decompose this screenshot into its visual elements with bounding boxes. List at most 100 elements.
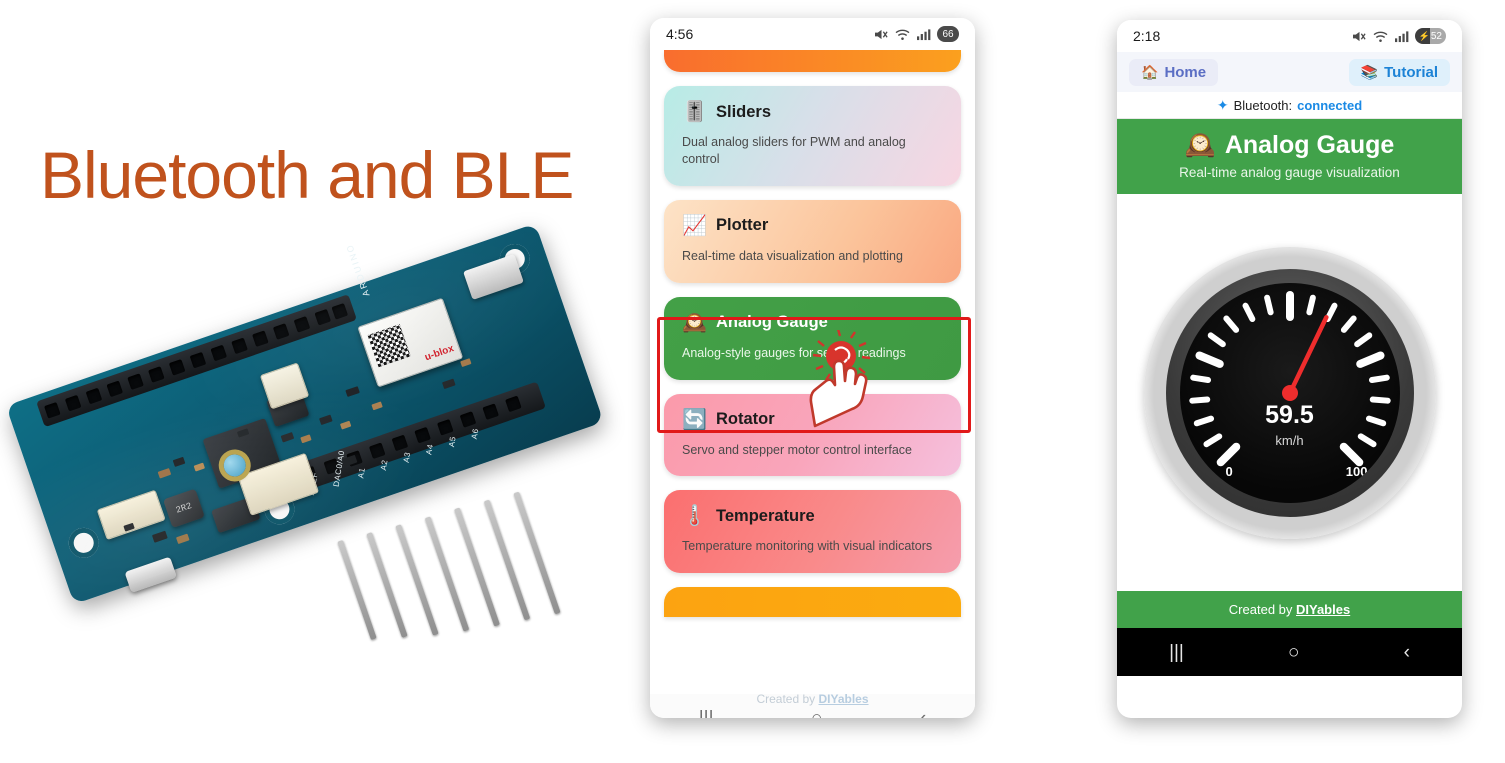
silk-label-brand: ARDUINO	[344, 242, 372, 298]
gauge-tick	[1324, 302, 1337, 322]
flash-chip	[266, 388, 310, 428]
home-button[interactable]: 🏠 Home	[1129, 58, 1219, 86]
card-icon: 🎚️	[682, 101, 707, 123]
mount-hole	[495, 239, 534, 279]
card-description: Dual analog sliders for PWM and analog c…	[682, 135, 906, 166]
arduino-board-photo: ARDUINO AREF DAC0/A0 A1 A2 A3 A4 A5 A6 u…	[5, 223, 650, 750]
wifi-icon	[895, 29, 910, 40]
gauge-tick	[1242, 302, 1255, 322]
card-title: Sliders	[716, 102, 772, 121]
wifi-icon	[1373, 31, 1388, 42]
home-button[interactable]: ○	[1288, 641, 1300, 663]
qr-code	[367, 324, 411, 368]
card-title: Temperature	[716, 506, 815, 525]
android-navbar-right[interactable]: ||| ○ ‹	[1117, 628, 1462, 676]
silk-label-pin: DAC0/A0	[331, 449, 347, 488]
gauge-tick	[1305, 294, 1316, 315]
board-pcb: ARDUINO AREF DAC0/A0 A1 A2 A3 A4 A5 A6 u…	[5, 223, 604, 605]
pin-header-top	[36, 294, 357, 428]
app-topbar: 🏠 Home 📚 Tutorial	[1117, 52, 1462, 92]
card-icon: 🔄	[682, 408, 707, 431]
card-title: Plotter	[716, 216, 769, 235]
page-title: Bluetooth and BLE	[40, 138, 574, 212]
tap-gesture-annotation	[785, 328, 890, 435]
battery-badge: ⚡52	[1414, 28, 1446, 44]
card-icon: 📈	[682, 214, 707, 237]
footer-brand-link[interactable]: DIYables	[1296, 602, 1351, 617]
gauge-tick	[1368, 374, 1390, 383]
bluetooth-label: Bluetooth:	[1233, 97, 1293, 113]
feature-card-partial[interactable]	[664, 587, 961, 618]
back-button[interactable]: ‹	[919, 707, 927, 719]
gauge-tick	[1189, 374, 1211, 383]
hero-panel: Bluetooth and BLE	[0, 0, 650, 763]
usb-micro-port	[463, 253, 524, 300]
jst-connector	[96, 489, 166, 541]
gauge-face: 59.5 km/h 0 100	[1179, 282, 1400, 503]
card-title: Rotator	[716, 410, 775, 428]
gauge-tick	[1365, 415, 1386, 426]
screen-header: 🕰️ Analog Gauge Real-time analog gauge v…	[1117, 119, 1462, 194]
gauge-tick	[1355, 350, 1385, 368]
gauge-stage: 59.5 km/h 0 100	[1117, 194, 1462, 591]
battery-level: 52	[1430, 30, 1442, 42]
silk-label-pin: A2	[378, 459, 390, 472]
tutorial-button-label: Tutorial	[1384, 63, 1438, 81]
gauge-tick	[1193, 415, 1214, 426]
reset-button	[220, 451, 249, 480]
gauge-tick	[1194, 350, 1224, 368]
signal-icon	[917, 28, 931, 40]
screen-subtitle: Real-time analog gauge visualization	[1179, 165, 1400, 180]
gauge-tick	[1339, 442, 1363, 466]
gauge-tick	[1369, 396, 1391, 404]
gauge-icon: 🕰️	[1184, 131, 1216, 159]
header-pin-leg	[337, 539, 377, 641]
statusbar-right: 2:18 ⚡52	[1117, 20, 1462, 52]
status-clock: 4:56	[666, 26, 694, 42]
crystal-can	[259, 362, 310, 410]
ublox-logo: u-blox	[423, 343, 456, 364]
gauge-tick	[1340, 314, 1357, 333]
gauge-tick	[1357, 432, 1377, 447]
silk-label-pin: A6	[469, 427, 481, 440]
feature-card-partial[interactable]	[664, 50, 961, 72]
card-icon: 🌡️	[682, 505, 707, 528]
gauge-hub	[1281, 384, 1298, 401]
card-description: Servo and stepper motor control interfac…	[682, 442, 912, 457]
books-icon: 📚	[1360, 63, 1379, 80]
silk-label-pin: A4	[424, 443, 435, 456]
gauge-bezel: 59.5 km/h 0 100	[1165, 268, 1414, 517]
android-navbar-middle[interactable]: ||| ○ ‹	[650, 694, 975, 718]
regulator-chip	[211, 496, 261, 534]
mount-hole	[260, 490, 299, 529]
battery-connector	[237, 452, 320, 516]
back-button[interactable]: ‹	[1403, 641, 1410, 663]
inductor: 2R2	[162, 488, 205, 529]
header-pin-leg	[366, 532, 408, 638]
gauge-tick	[1216, 442, 1240, 466]
charging-bolt-icon: ⚡	[1418, 30, 1430, 41]
ublox-module: u-blox	[357, 297, 464, 388]
phone-screenshot-gauge: 2:18 ⚡52 🏠 Home 📚 Tutorial ✦ Bluetooth: …	[1117, 20, 1462, 718]
mute-icon	[875, 29, 888, 39]
home-button[interactable]: ○	[810, 707, 823, 719]
recents-button[interactable]: |||	[1169, 641, 1184, 663]
card-description: Real-time data visualization and plottin…	[682, 248, 903, 263]
recents-button[interactable]: |||	[698, 707, 714, 719]
gauge-min-label: 0	[1225, 463, 1233, 479]
gauge-tick	[1263, 294, 1274, 315]
gauge-tick	[1188, 396, 1210, 404]
tutorial-button[interactable]: 📚 Tutorial	[1348, 58, 1450, 86]
bluetooth-value: connected	[1297, 97, 1363, 113]
bluetooth-icon: ✦	[1216, 96, 1229, 113]
gauge-needle	[1287, 314, 1329, 395]
status-clock: 2:18	[1133, 28, 1161, 44]
pin-header-bottom	[291, 381, 546, 493]
gauge-tick	[1202, 432, 1222, 447]
